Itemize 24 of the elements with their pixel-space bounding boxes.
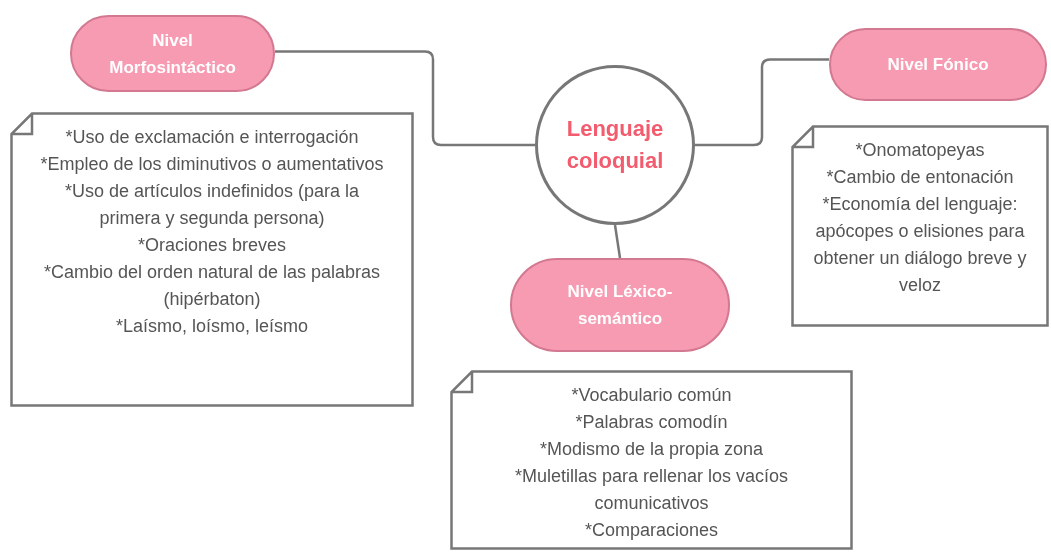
level-title: Nivel Léxico-semántico (566, 281, 674, 330)
note-item: *Cambio de entonación (826, 166, 1014, 189)
level-title: Nivel Fónico (887, 54, 989, 76)
note-item: *Uso de exclamación e interrogación (65, 126, 359, 149)
note-item: *Empleo de los diminutivos o aumentativos (40, 153, 384, 176)
note-item: *Uso de artículos indefinidos (para la primera y segunda persona) (63, 180, 361, 230)
connector-line (695, 58, 829, 147)
note-card (10, 112, 414, 407)
connector-line (275, 50, 535, 147)
note-item: *Palabras comodín (575, 411, 728, 434)
note-item: *Vocabulario común (571, 384, 732, 407)
note-item: *Economía del lenguaje: apócopes o elisiones para obtener un diálogo breve y veloz (812, 193, 1028, 297)
connector-line (613, 224, 622, 259)
note-card (450, 370, 853, 550)
note-item: *Cambio del orden natural de las palabras (hipérbaton) (42, 261, 382, 311)
topic-title: Lenguaje coloquial (565, 115, 665, 175)
level-title: Nivel Morfosintáctico (108, 29, 237, 79)
note-card (791, 125, 1049, 327)
note-item: *Comparaciones (584, 519, 719, 542)
note-item: *Onomatopeyas (855, 139, 985, 162)
note-item: *Oraciones breves (137, 234, 287, 257)
note-item: *Modismo de la propia zona (539, 438, 764, 461)
note-item: *Laísmo, loísmo, leísmo (115, 315, 309, 338)
note-item: *Muletillas para rellenar los vacíos comunicativos (513, 465, 790, 515)
